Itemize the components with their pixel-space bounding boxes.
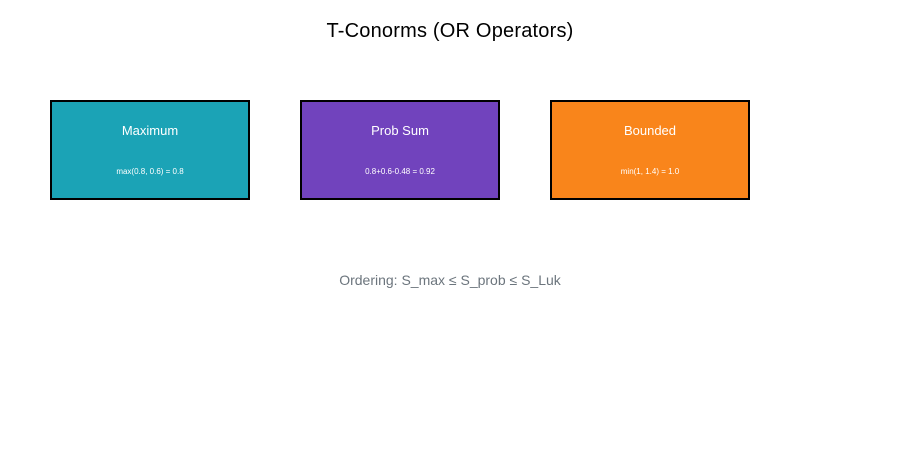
operator-box-prob-sum: Prob Sum 0.8+0.6-0.48 = 0.92 bbox=[300, 100, 500, 200]
operator-box-label: Maximum bbox=[121, 123, 179, 138]
ordering-note: Ordering: S_max ≤ S_prob ≤ S_Luk bbox=[339, 272, 561, 288]
operator-box-formula: 0.8+0.6-0.48 = 0.92 bbox=[365, 167, 435, 176]
operator-box-formula: min(1, 1.4) = 1.0 bbox=[620, 167, 680, 176]
figure-title: T-Conorms (OR Operators) bbox=[326, 20, 574, 42]
operator-box-label: Prob Sum bbox=[371, 123, 429, 138]
operator-box-label: Bounded bbox=[623, 123, 677, 138]
operator-box-maximum: Maximum max(0.8, 0.6) = 0.8 bbox=[50, 100, 250, 200]
operator-box-formula: max(0.8, 0.6) = 0.8 bbox=[116, 167, 184, 176]
operator-box-bounded: Bounded min(1, 1.4) = 1.0 bbox=[550, 100, 750, 200]
